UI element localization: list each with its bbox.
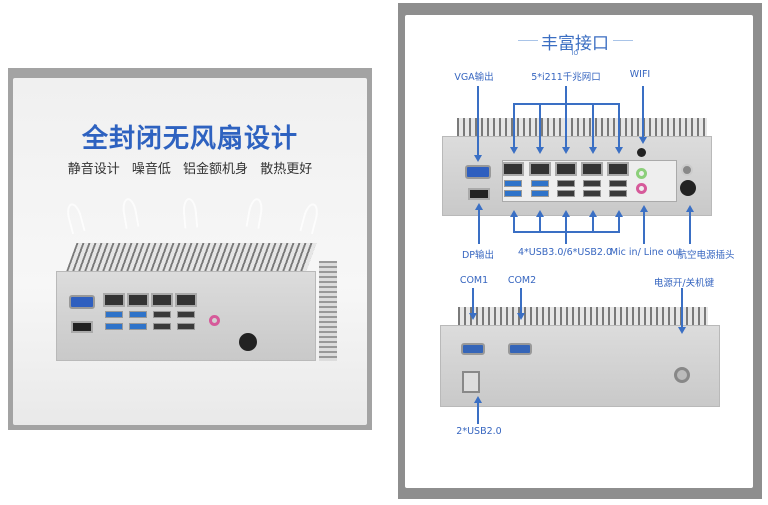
power-button-label: 电源开/关机键 xyxy=(653,278,715,289)
arrow-icon xyxy=(639,137,647,144)
arrow-icon xyxy=(615,147,623,154)
io-title: 丰富接口 xyxy=(541,34,609,54)
lan-label: 5*i211千兆网口 xyxy=(531,72,601,83)
vga-label: VGA输出 xyxy=(454,72,494,83)
wifi-label: WIFI xyxy=(629,69,651,80)
arrow-icon xyxy=(510,147,518,154)
arrow-icon xyxy=(474,155,482,162)
arrow-icon xyxy=(536,147,544,154)
back-usb-label: 2*USB2.0 xyxy=(456,426,502,437)
io-ports-panel xyxy=(398,3,762,499)
audio-label: Mic in/ Line out xyxy=(609,247,683,258)
mini-pc-image xyxy=(51,243,341,363)
fanless-design-panel: 全封闭无风扇设计 静音设计 噪音低 铝金额机身 散热更好 xyxy=(8,68,372,430)
heat-arrow-icon xyxy=(181,197,199,229)
panel-title: 全封闭无风扇设计 xyxy=(81,124,298,154)
arrow-icon xyxy=(562,147,570,154)
title-divider xyxy=(518,40,538,41)
usb-label: 4*USB3.0/6*USB2.0 xyxy=(517,247,613,258)
power-jack-label: 航空电源插头 xyxy=(677,250,735,261)
io-subtitle: IO xyxy=(571,50,579,57)
front-panel-image xyxy=(432,118,732,218)
heat-arrow-icon xyxy=(120,197,140,229)
com2-label: COM2 xyxy=(507,275,537,286)
heat-arrow-icon xyxy=(299,201,321,235)
heat-arrow-icon xyxy=(245,197,265,229)
panel-subtitle: 静音设计 噪音低 铝金额机身 散热更好 xyxy=(67,162,313,177)
heat-arrow-icon xyxy=(64,201,86,235)
arrow-icon xyxy=(475,203,483,210)
arrow-icon xyxy=(589,147,597,154)
com1-label: COM1 xyxy=(459,275,489,286)
dp-label: DP输出 xyxy=(461,250,495,261)
title-divider xyxy=(613,40,633,41)
